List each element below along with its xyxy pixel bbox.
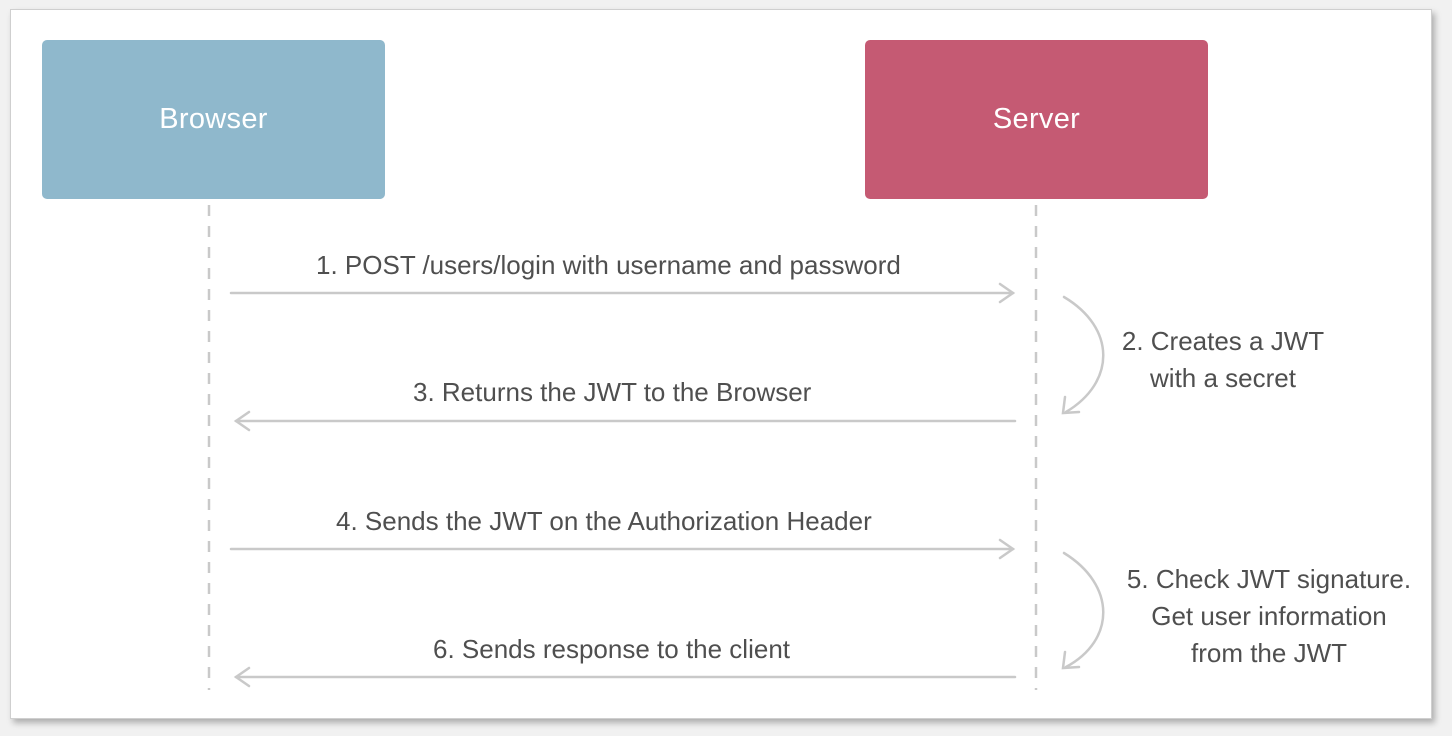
step-2-note: 2. Creates a JWT with a secret	[1108, 323, 1338, 397]
step-5-note-line-2: Get user information	[1151, 601, 1387, 631]
step-2-note-line-1: 2. Creates a JWT	[1121, 326, 1325, 356]
server-actor-label: Server	[992, 103, 1081, 135]
arrow-step-6	[233, 666, 1017, 688]
arrow-step-3	[233, 410, 1017, 432]
step-5-note-line-1: 5. Check JWT signature.	[1126, 564, 1412, 594]
step-1-label: 1. POST /users/login with username and p…	[316, 250, 901, 280]
arrow-step-1	[229, 282, 1016, 304]
arrow-step-4	[229, 538, 1016, 560]
step-5-note-line-3: from the JWT	[1190, 638, 1347, 668]
browser-actor-label: Browser	[159, 103, 268, 135]
self-arrow-step-2	[1061, 295, 1105, 415]
step-2-note-line-2: with a secret	[1150, 363, 1296, 393]
server-actor-box: Server	[865, 40, 1208, 199]
self-arrow-step-5	[1061, 551, 1105, 670]
step-4-label: 4. Sends the JWT on the Authorization He…	[336, 506, 872, 536]
step-3-label: 3. Returns the JWT to the Browser	[413, 377, 812, 407]
step-6-label: 6. Sends response to the client	[433, 634, 791, 664]
browser-actor-box: Browser	[42, 40, 385, 199]
step-5-note: 5. Check JWT signature. Get user informa…	[1112, 561, 1426, 672]
